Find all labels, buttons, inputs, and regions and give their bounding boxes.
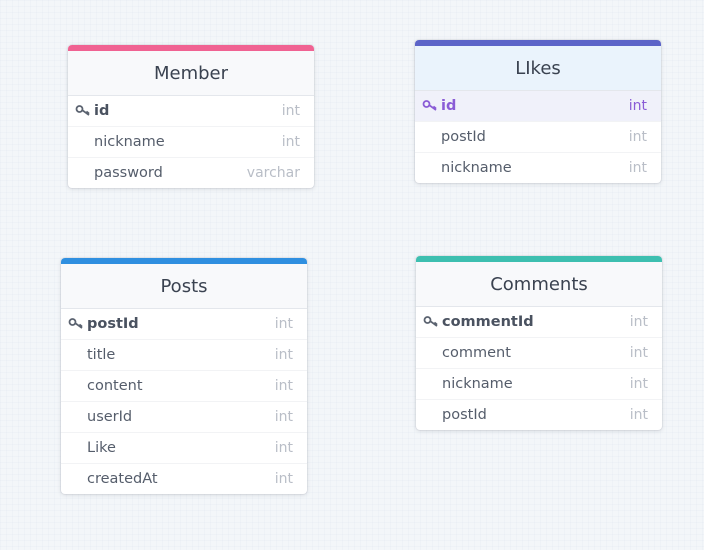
column-row-userid[interactable]: userId int xyxy=(61,402,307,433)
key-icon xyxy=(75,105,90,116)
column-name: Like xyxy=(87,440,116,456)
column-row-comment[interactable]: comment int xyxy=(416,338,662,369)
table-accent-bar xyxy=(415,40,661,46)
column-type: int xyxy=(628,129,647,145)
column-type: int xyxy=(274,378,293,394)
table-header[interactable]: LIkes xyxy=(415,46,661,91)
column-row-postid[interactable]: postId int xyxy=(61,309,307,340)
table-comments[interactable]: Comments commentId int comment int nickn… xyxy=(416,256,662,430)
column-name: nickname xyxy=(441,160,512,176)
column-type: varchar xyxy=(246,165,300,181)
table-accent-bar xyxy=(416,256,662,262)
table-header[interactable]: Posts xyxy=(61,264,307,309)
column-type: int xyxy=(281,103,300,119)
column-name: postId xyxy=(87,316,139,332)
column-type: int xyxy=(274,409,293,425)
column-row-id[interactable]: id int xyxy=(415,91,661,122)
column-type: int xyxy=(629,314,648,330)
table-accent-bar xyxy=(68,45,314,51)
column-row-nickname[interactable]: nickname int xyxy=(415,153,661,183)
column-name: userId xyxy=(87,409,133,425)
column-name: password xyxy=(94,165,163,181)
column-row-password[interactable]: password varchar xyxy=(68,158,314,188)
table-header[interactable]: Comments xyxy=(416,262,662,307)
key-icon xyxy=(422,100,437,111)
column-type: int xyxy=(628,160,647,176)
column-row-nickname[interactable]: nickname int xyxy=(416,369,662,400)
table-header[interactable]: Member xyxy=(68,51,314,96)
key-icon xyxy=(68,318,83,329)
column-row-createdat[interactable]: createdAt int xyxy=(61,464,307,494)
column-type: int xyxy=(274,471,293,487)
column-row-nickname[interactable]: nickname int xyxy=(68,127,314,158)
column-type: int xyxy=(274,440,293,456)
column-row-id[interactable]: id int xyxy=(68,96,314,127)
column-name: title xyxy=(87,347,116,363)
table-member[interactable]: Member id int nickname int password varc… xyxy=(68,45,314,188)
key-icon xyxy=(423,316,438,327)
column-row-title[interactable]: title int xyxy=(61,340,307,371)
table-accent-bar xyxy=(61,258,307,264)
column-row-content[interactable]: content int xyxy=(61,371,307,402)
column-type: int xyxy=(629,376,648,392)
column-name: commentId xyxy=(442,314,534,330)
column-type: int xyxy=(274,347,293,363)
table-likes[interactable]: LIkes id int postId int nickname int xyxy=(415,40,661,183)
column-row-commentid[interactable]: commentId int xyxy=(416,307,662,338)
column-row-postid[interactable]: postId int xyxy=(416,400,662,430)
column-type: int xyxy=(281,134,300,150)
column-name: nickname xyxy=(442,376,513,392)
column-name: nickname xyxy=(94,134,165,150)
column-name: comment xyxy=(442,345,511,361)
column-name: postId xyxy=(441,129,486,145)
column-name: id xyxy=(441,98,457,114)
column-row-postid[interactable]: postId int xyxy=(415,122,661,153)
column-type: int xyxy=(629,407,648,423)
table-posts[interactable]: Posts postId int title int content int u… xyxy=(61,258,307,494)
column-name: postId xyxy=(442,407,487,423)
column-name: createdAt xyxy=(87,471,158,487)
column-type: int xyxy=(274,316,293,332)
column-type: int xyxy=(628,98,647,114)
column-type: int xyxy=(629,345,648,361)
column-name: id xyxy=(94,103,110,119)
column-row-like[interactable]: Like int xyxy=(61,433,307,464)
column-name: content xyxy=(87,378,143,394)
